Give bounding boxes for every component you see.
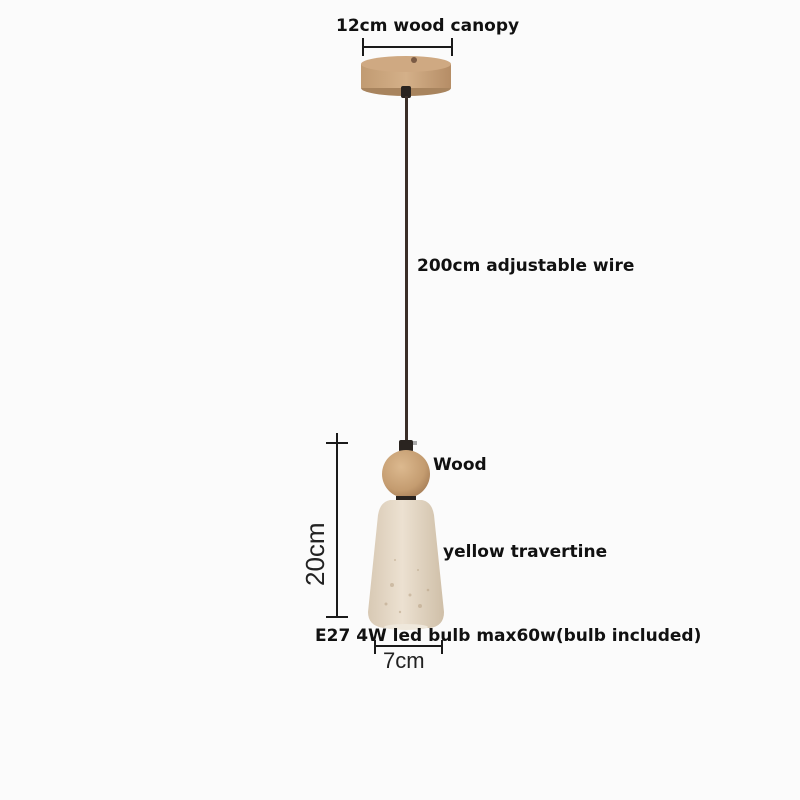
shade-label: yellow travertine (443, 542, 608, 562)
wood-canopy (361, 56, 451, 98)
wire-label: 200cm adjustable wire (417, 256, 635, 276)
width-dimension-tick-left (374, 640, 376, 654)
width-dimension-line (374, 645, 442, 647)
wood-label: Wood (433, 455, 487, 475)
travertine-shade (368, 500, 444, 628)
height-dimension-tick-top (326, 442, 348, 444)
wire (405, 96, 408, 442)
canopy-dimension-line (362, 46, 452, 48)
wood-ball (382, 450, 430, 498)
bulb-label: E27 4W led bulb max60w(bulb included) (315, 626, 702, 646)
height-dimension-line (336, 433, 338, 617)
canopy-dimension-tick-left (362, 38, 364, 56)
width-dimension-tick-right (441, 640, 443, 654)
canopy-dimension-tick-right (451, 38, 453, 56)
height-label: 20cm (300, 522, 330, 586)
width-label: 7cm (383, 648, 425, 673)
height-dimension-tick-bottom (326, 616, 348, 618)
canopy-label: 12cm wood canopy (336, 16, 520, 36)
